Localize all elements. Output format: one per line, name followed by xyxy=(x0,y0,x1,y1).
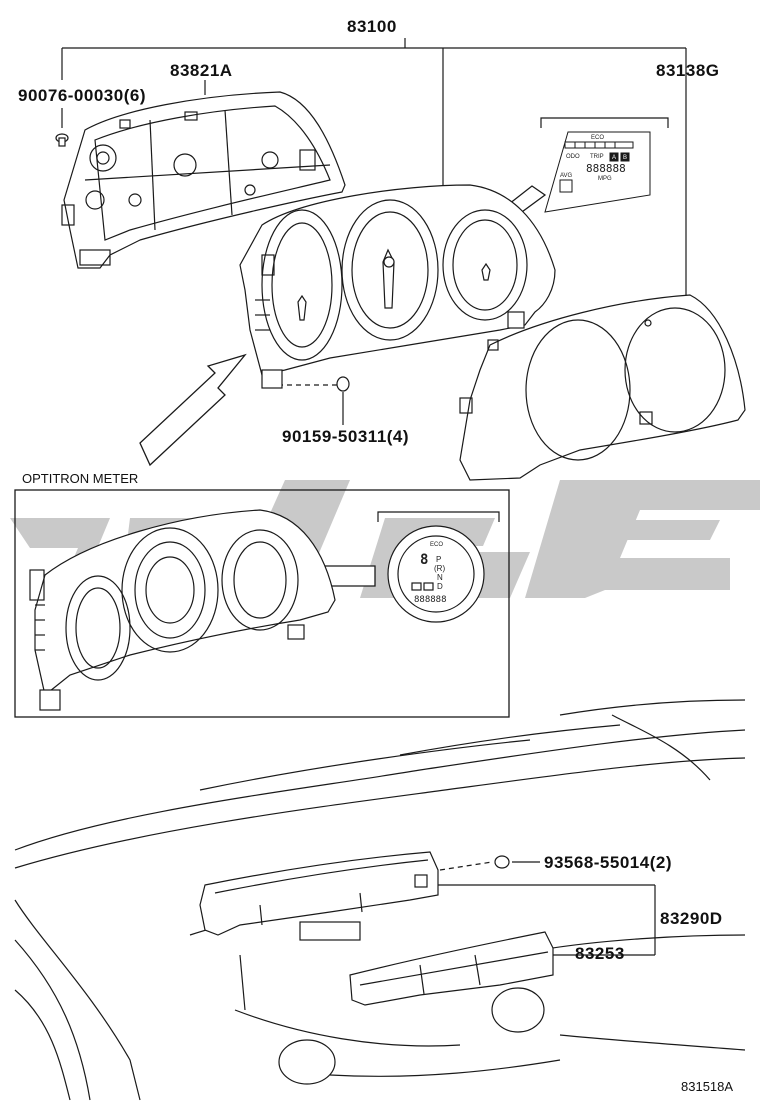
optitron-readout: 888888 xyxy=(414,595,447,605)
clock-display-drawing xyxy=(349,931,554,1006)
glass-cover-drawing xyxy=(459,294,746,481)
display-odo-label: ODO xyxy=(566,154,580,160)
display-trip-label: TRIP xyxy=(590,154,604,160)
clip-93568-icon xyxy=(494,855,510,869)
diagram-id: 831518A xyxy=(681,1079,734,1094)
back-panel-drawing xyxy=(61,91,346,269)
screw-90159-icon xyxy=(336,376,350,392)
label-clock-assembly: 83290D xyxy=(660,909,723,928)
inset-title: OPTITRON METER xyxy=(22,471,139,486)
optitron-meter-drawing xyxy=(29,509,336,711)
meter-body-drawing xyxy=(239,184,556,389)
optitron-d-label: D xyxy=(437,582,443,591)
label-screw-panel: 90076-00030(6) xyxy=(18,86,146,105)
display-trip-b: B xyxy=(623,155,628,161)
label-back-panel: 83821A xyxy=(170,61,233,80)
optitron-n-label: N xyxy=(437,573,443,582)
label-clock-display: 83253 xyxy=(575,944,625,963)
label-glass-cover: 83138G xyxy=(656,61,720,80)
label-screw-meter: 90159-50311(4) xyxy=(282,427,410,446)
display-readout: 888888 xyxy=(586,162,626,175)
display-avg-label: AVG xyxy=(560,173,573,179)
display-mpg-label: MPG xyxy=(598,176,612,182)
screw-90076-icon xyxy=(55,133,69,147)
optitron-gear-digit: 8 xyxy=(420,552,429,568)
optitron-p-label: P xyxy=(436,555,442,564)
label-main-assembly: 83100 xyxy=(347,17,397,36)
optitron-r-label: (R) xyxy=(434,564,446,573)
optitron-inset-frame xyxy=(14,489,510,718)
optitron-gauge-drawing xyxy=(387,525,485,623)
clock-assembly-drawing xyxy=(199,851,439,941)
leader-lines xyxy=(61,38,687,956)
display-trip-a: A xyxy=(612,155,617,161)
arrow-to-meter xyxy=(139,353,247,467)
optitron-eco-label: ECO xyxy=(430,542,444,548)
label-clip: 93568-55014(2) xyxy=(544,853,672,872)
display-eco-label: ECO xyxy=(591,135,605,141)
display-panel-drawing xyxy=(544,131,651,213)
